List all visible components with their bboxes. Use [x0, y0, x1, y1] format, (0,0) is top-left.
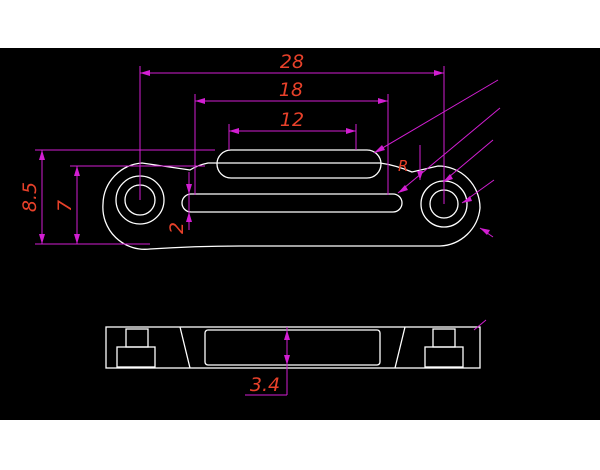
arrow-leader-3 [417, 171, 423, 180]
dim-label-28: 28 [280, 51, 304, 73]
leader-2 [397, 107, 501, 194]
leader-7 [473, 319, 487, 331]
arrow-7-top [74, 166, 80, 176]
cad-drawing-canvas: 28 18 12 8.5 7 2 3.4 R [0, 48, 600, 420]
arrow-12-left [229, 128, 239, 134]
arrow-leader-5 [462, 196, 472, 203]
side-view-center-slot [204, 329, 381, 366]
dim-label-7: 7 [54, 200, 76, 212]
arrow-leader-2 [398, 185, 408, 193]
arrow-28-right [434, 70, 444, 76]
dim-label-12: 12 [280, 109, 304, 131]
arrow-8-5-bottom [39, 234, 45, 244]
arrow-leader-1 [374, 145, 385, 153]
arrow-18-right [378, 98, 388, 104]
dim-label-8-5: 8.5 [19, 182, 41, 212]
dim-label-radius-partial: R [398, 157, 408, 175]
arrow-18-left [195, 98, 205, 104]
arrow-28-left [140, 70, 150, 76]
side-view-outline [105, 326, 481, 369]
arrow-3-4-top [284, 330, 290, 340]
side-view [105, 326, 481, 369]
dimension-arrowheads [39, 70, 490, 365]
arrow-8-5-top [39, 150, 45, 160]
arrow-leader-6 [480, 228, 490, 235]
arrow-7-bottom [74, 234, 80, 244]
upper-slot [216, 149, 382, 179]
side-view-left-block-top [125, 328, 149, 348]
side-view-right-block-top [432, 328, 456, 348]
leader-1 [373, 79, 499, 154]
arrow-2-top [186, 184, 192, 194]
side-view-center-recess [179, 326, 406, 369]
dim-label-2: 2 [166, 222, 188, 234]
leader-4 [442, 139, 494, 183]
arrow-leader-4 [443, 174, 453, 182]
lower-slot [181, 193, 403, 213]
dim-label-18: 18 [279, 79, 303, 101]
dim-label-3-4: 3.4 [250, 374, 280, 396]
arrow-12-right [346, 128, 356, 134]
dimension-labels: 28 18 12 8.5 7 2 3.4 R [19, 51, 408, 396]
top-view-outer-contour [102, 162, 481, 250]
arrow-2-bottom [186, 212, 192, 222]
arrow-3-4-bottom [284, 355, 290, 365]
drawing-background [0, 48, 600, 420]
